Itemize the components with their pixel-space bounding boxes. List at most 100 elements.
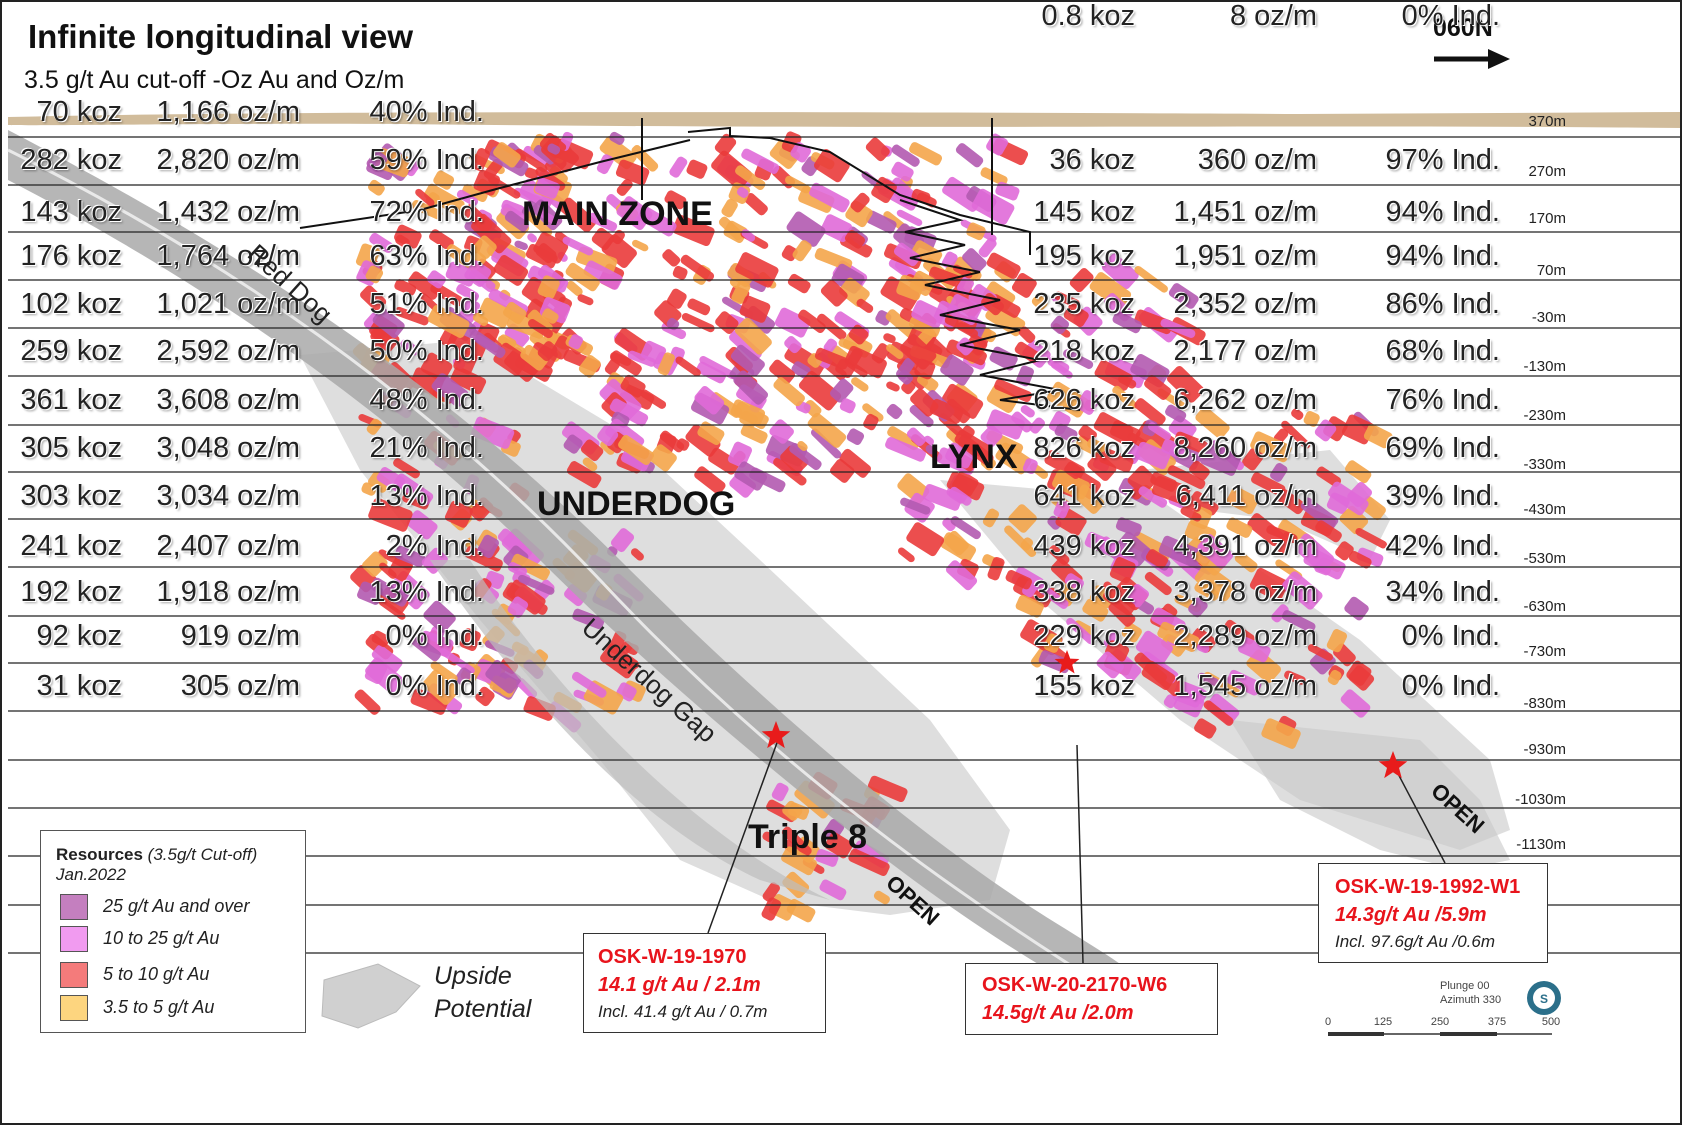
- resource-block: [685, 424, 721, 457]
- resource-block: [911, 240, 943, 266]
- resource-block: [365, 265, 384, 284]
- resource-block: [744, 192, 768, 216]
- resource-block: [721, 198, 738, 218]
- intercept-star-icon: [761, 721, 791, 749]
- resource-block: [1127, 465, 1157, 495]
- resource-block: [394, 545, 426, 568]
- resource-block: [355, 243, 380, 270]
- right-ozm: 1,951 oz/m: [1173, 240, 1317, 272]
- resource-block: [1247, 513, 1284, 547]
- resource-block: [577, 294, 594, 306]
- left-ozm: 2,407 oz/m: [156, 530, 300, 562]
- resource-block: [583, 260, 623, 290]
- resource-block: [1014, 341, 1041, 363]
- right-ind: 97% Ind.: [1385, 144, 1500, 176]
- left-ind: 0% Ind.: [385, 620, 484, 652]
- resource-block: [429, 229, 454, 251]
- left-ind: 0% Ind.: [385, 670, 484, 702]
- resource-block: [694, 466, 726, 495]
- drillhole-box-1992: OSK-W-19-1992-W1 14.3g/t Au /5.9m Incl. …: [1318, 863, 1548, 963]
- resource-block: [798, 309, 826, 333]
- resource-block: [611, 229, 625, 245]
- resource-block: [814, 347, 849, 370]
- level-label: -930m: [1523, 741, 1566, 758]
- right-ind: 0% Ind.: [1401, 620, 1500, 652]
- legend-date: Jan.2022: [56, 865, 126, 884]
- resource-block: [886, 381, 900, 392]
- resource-block: [962, 248, 987, 273]
- resource-block: [1237, 636, 1271, 663]
- resource-block: [1135, 441, 1171, 470]
- resource-block: [873, 890, 890, 905]
- left-ozm: 2,592 oz/m: [156, 335, 300, 367]
- resource-block: [534, 177, 560, 199]
- resource-block: [372, 307, 405, 338]
- resource-block: [506, 579, 546, 615]
- level-label: 70m: [1536, 262, 1566, 279]
- resource-block: [809, 182, 850, 213]
- legend-item-label: 25 g/t Au and over: [103, 896, 250, 916]
- resource-block: [1203, 700, 1234, 726]
- resource-block: [1271, 604, 1289, 623]
- resource-block: [1180, 506, 1202, 522]
- resource-block: [431, 373, 469, 407]
- resource-block: [1194, 563, 1237, 602]
- right-ozm: 8,260 oz/m: [1173, 432, 1317, 464]
- resource-block: [762, 882, 780, 902]
- resource-block: [940, 354, 974, 386]
- resource-block: [686, 159, 708, 179]
- right-ozm: 4,391 oz/m: [1173, 530, 1317, 562]
- company-logo-icon: S: [1527, 981, 1561, 1015]
- resource-block: [1165, 404, 1187, 423]
- resource-block: [1084, 532, 1123, 559]
- right-koz: 826 koz: [1033, 432, 1135, 464]
- resource-block: [1196, 642, 1210, 654]
- resource-block: [867, 775, 908, 803]
- resource-block: [664, 190, 687, 210]
- left-ozm: 3,034 oz/m: [156, 480, 300, 512]
- resource-block: [520, 344, 548, 371]
- left-ind: 40% Ind.: [369, 96, 484, 128]
- resource-block: [376, 467, 406, 492]
- left-ozm: 1,432 oz/m: [156, 196, 300, 228]
- resource-block: [1281, 420, 1311, 449]
- left-ozm: 305 oz/m: [180, 670, 300, 702]
- resource-block: [714, 133, 737, 157]
- resource-block: [986, 252, 1021, 279]
- resource-block: [844, 345, 887, 379]
- resource-block: [1168, 283, 1199, 309]
- resource-block: [1121, 622, 1142, 643]
- right-ozm: 1,545 oz/m: [1173, 670, 1317, 702]
- drillhole-value: 14.1 g/t Au / 2.1m: [598, 974, 761, 996]
- resource-block: [1135, 630, 1173, 665]
- triple8-label: Triple 8: [748, 818, 868, 856]
- left-koz: 282 koz: [20, 144, 122, 176]
- resource-block: [925, 444, 936, 455]
- resource-block: [473, 235, 497, 259]
- upside-potential-swatch: [321, 963, 421, 1029]
- ramp-west: [299, 139, 691, 229]
- resource-block: [1011, 273, 1037, 298]
- resource-block: [447, 331, 486, 360]
- ramp-zigzag: [899, 199, 1081, 411]
- resource-block: [966, 222, 986, 241]
- resource-block: [471, 213, 512, 254]
- resource-block: [807, 412, 847, 448]
- left-ozm: 919 oz/m: [180, 620, 300, 652]
- resource-block: [632, 239, 649, 252]
- left-koz: 259 koz: [20, 335, 122, 367]
- resource-block: [824, 832, 853, 859]
- resource-block: [1167, 465, 1206, 490]
- resource-block: [733, 370, 769, 405]
- resource-block: [1053, 291, 1080, 308]
- resource-block: [649, 444, 677, 472]
- resource-block: [672, 265, 688, 280]
- left-ozm: 1,021 oz/m: [156, 288, 300, 320]
- scale-tick-label: 250: [1430, 1016, 1450, 1028]
- resource-block: [1161, 439, 1187, 459]
- resource-block: [459, 628, 481, 652]
- resource-block: [630, 548, 644, 561]
- resource-block: [820, 214, 853, 243]
- resource-block: [823, 338, 838, 353]
